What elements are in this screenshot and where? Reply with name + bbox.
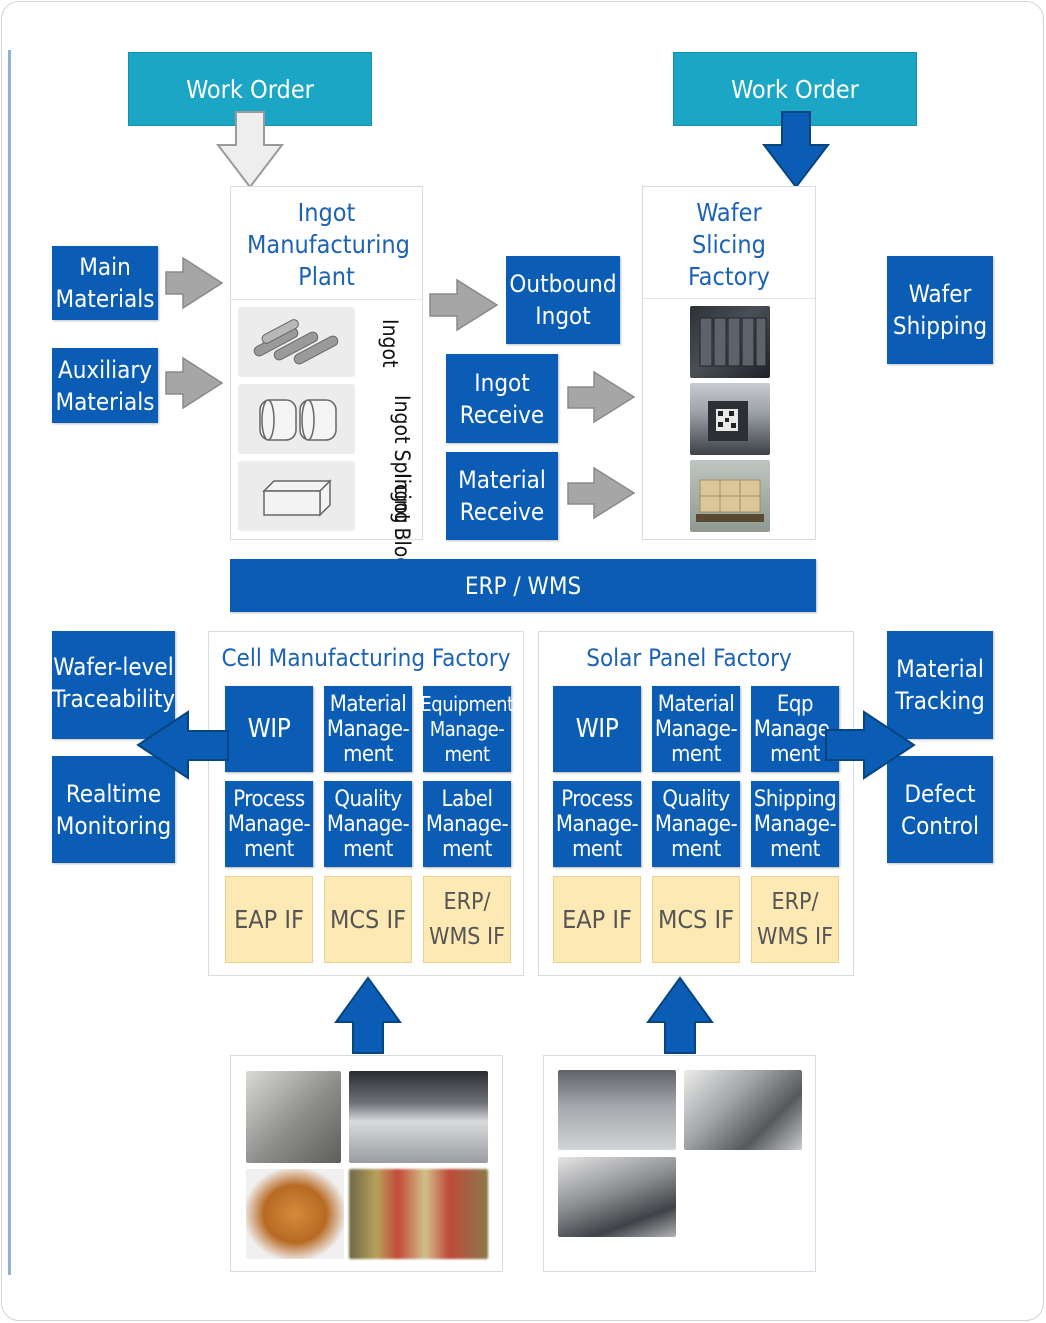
- cell-factory-panel: Cell Manufacturing Factory WIP Material …: [208, 631, 524, 976]
- solar-erp-wms-if: ERP/ WMS IF: [751, 876, 839, 963]
- automation-machine-photo: [246, 1071, 341, 1163]
- erp-wms-bar: ERP / WMS: [230, 559, 816, 612]
- cylinder-segments-icon: [259, 399, 337, 441]
- pallet-boxes-icon: [696, 479, 764, 522]
- cell-wip-module: WIP: [225, 686, 313, 772]
- cell-erp-wms-if: ERP/ WMS IF: [423, 876, 511, 963]
- warehouse-rack-photo: [349, 1169, 488, 1259]
- wafer-grid-icon: [699, 317, 767, 367]
- wafer-traceability-box: Wafer-level Traceability: [52, 631, 175, 739]
- ingot-block-image: [238, 461, 355, 531]
- solar-mcs-if: MCS IF: [652, 876, 740, 963]
- cell-equipment-photos: [230, 1055, 503, 1272]
- assembly-line-photo: [558, 1157, 676, 1237]
- gray-arrow-main: [165, 256, 224, 310]
- wafer-factory-title: Wafer Slicing Factory: [688, 198, 770, 291]
- solar-shipping-module: Shipping Manage-ment: [751, 781, 839, 867]
- cell-label-module: Label Manage-ment: [423, 781, 511, 867]
- solar-eap-if: EAP IF: [553, 876, 641, 963]
- solar-wip-module: WIP: [553, 686, 641, 772]
- factory-floor-photo: [558, 1070, 676, 1150]
- production-line-photo: [349, 1071, 488, 1163]
- agv-robot-photo: [246, 1169, 344, 1259]
- down-arrow-white: [215, 111, 285, 189]
- down-arrow-blue: [761, 111, 831, 189]
- solar-process-module: Process Manage-ment: [553, 781, 641, 867]
- solar-factory-title: Solar Panel Factory: [586, 644, 792, 672]
- ingot-plant-title: Ingot Manufacturing Plant: [247, 198, 410, 291]
- conveyor-photo: [684, 1070, 802, 1150]
- gray-arrow-ingot-receive: [567, 370, 636, 424]
- wafer-stack-photo: [690, 306, 770, 378]
- cell-mcs-if: MCS IF: [324, 876, 412, 963]
- block-icon: [262, 479, 332, 517]
- step-ingot-label: Ingot: [378, 319, 402, 368]
- cell-process-module: Process Manage-ment: [225, 781, 313, 867]
- gray-arrow-aux: [165, 356, 224, 410]
- solar-factory-panel: Solar Panel Factory WIP Material Manage-…: [538, 631, 854, 976]
- left-output-arrow: [136, 710, 229, 780]
- left-accent-bar: [8, 50, 11, 1275]
- solar-material-module: Material Manage-ment: [652, 686, 740, 772]
- solar-eqp-module: Eqp Manage-ment: [751, 686, 839, 772]
- qr-code-icon: [708, 401, 748, 441]
- up-arrow-cell: [334, 976, 402, 1054]
- cell-quality-module: Quality Manage-ment: [324, 781, 412, 867]
- solar-equipment-photos: [543, 1055, 816, 1272]
- ingot-image: [238, 307, 355, 377]
- realtime-monitoring-box: Realtime Monitoring: [52, 756, 175, 863]
- auxiliary-materials-box: Auxiliary Materials: [52, 348, 158, 423]
- gray-arrow-material-receive: [567, 466, 636, 520]
- outbound-ingot-box: Outbound Ingot: [506, 256, 620, 344]
- pallet-photo: [690, 460, 770, 532]
- up-arrow-solar: [646, 976, 714, 1054]
- cell-factory-title: Cell Manufacturing Factory: [221, 644, 511, 672]
- work-order-right: Work Order: [673, 52, 917, 126]
- cell-eap-if: EAP IF: [225, 876, 313, 963]
- ingot-plant-panel: Ingot Manufacturing Plant Ingot Ingot Sp…: [230, 186, 423, 579]
- cell-equipment-module: Equipment Manage-ment: [420, 686, 514, 772]
- material-tracking-box: Material Tracking: [887, 631, 993, 739]
- right-output-arrow: [825, 710, 916, 780]
- solar-quality-module: Quality Manage-ment: [652, 781, 740, 867]
- material-receive-box: Material Receive: [446, 452, 558, 540]
- wafer-factory-panel: Wafer Slicing Factory: [642, 186, 816, 540]
- ingot-splicing-image: [238, 384, 355, 454]
- cell-material-module: Material Manage-ment: [324, 686, 412, 772]
- step-ingot-splicing-label: Ingot Splicing: [390, 395, 414, 524]
- wafer-box-photo: [690, 383, 770, 455]
- wafer-shipping-box: Wafer Shipping: [887, 256, 993, 364]
- ingot-rods-icon: [253, 319, 339, 365]
- defect-control-box: Defect Control: [887, 756, 993, 863]
- ingot-receive-box: Ingot Receive: [446, 354, 558, 443]
- gray-arrow-outbound: [429, 278, 499, 332]
- main-materials-box: Main Materials: [52, 246, 158, 320]
